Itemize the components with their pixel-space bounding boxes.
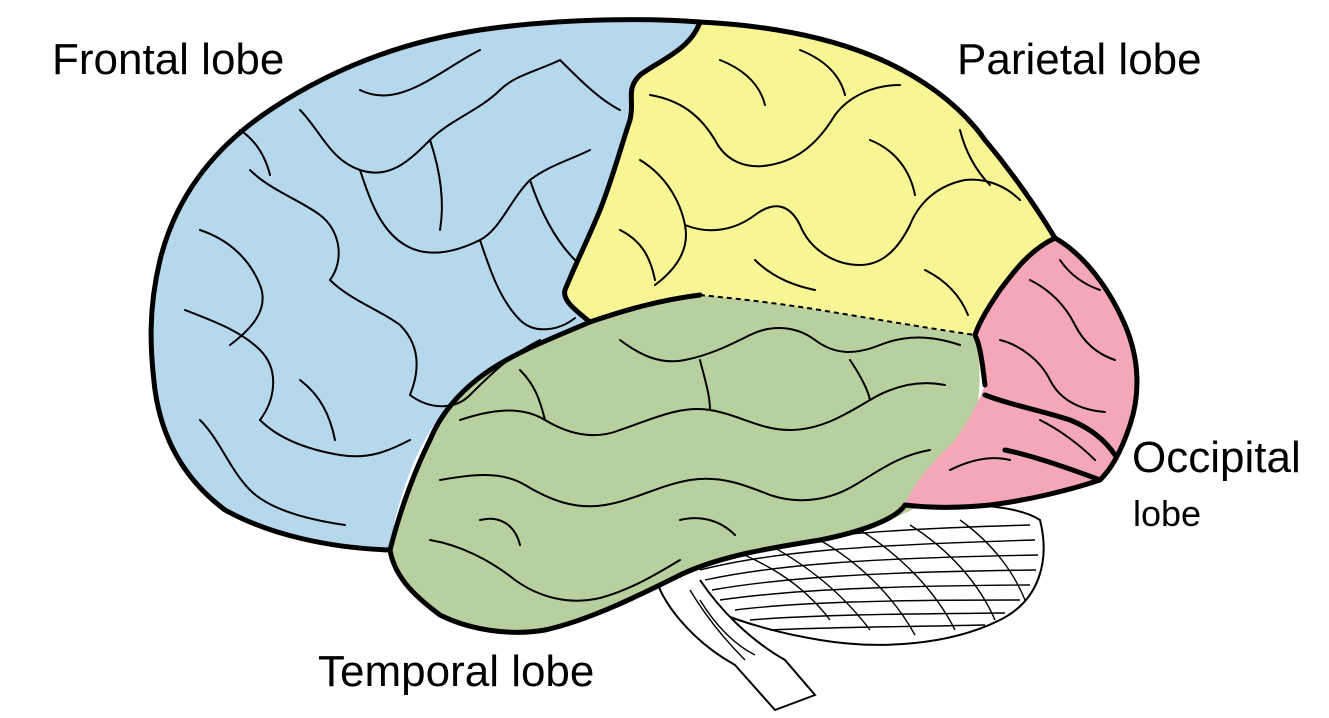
- temporal-lobe-region: [390, 295, 980, 633]
- frontal-lobe-label: Frontal lobe: [52, 35, 285, 84]
- brain-outline: [148, 17, 1140, 635]
- gyri-lines: [184, 49, 1116, 602]
- occipital-lobe-label-line2: lobe: [1133, 493, 1202, 534]
- occipital-lobe-region: [905, 238, 1137, 508]
- central-sulcus: [562, 19, 703, 325]
- parieto-occipital-sulcus: [972, 332, 988, 388]
- occipital-lobe-label-line1: Occipital: [1132, 433, 1301, 482]
- frontal-lobe-region: [151, 19, 700, 551]
- lateral-sulcus: [387, 292, 703, 553]
- parietal-lobe-region: [564, 22, 1055, 335]
- occipital-sulcus: [982, 392, 1118, 458]
- temporal-lobe-label: Temporal lobe: [318, 647, 595, 696]
- parieto-occipital-boundary: [972, 235, 1058, 338]
- calcarine-sulcus: [1002, 447, 1103, 483]
- parietal-lobe-label: Parietal lobe: [957, 35, 1202, 84]
- parieto-temporal-boundary: [699, 294, 976, 336]
